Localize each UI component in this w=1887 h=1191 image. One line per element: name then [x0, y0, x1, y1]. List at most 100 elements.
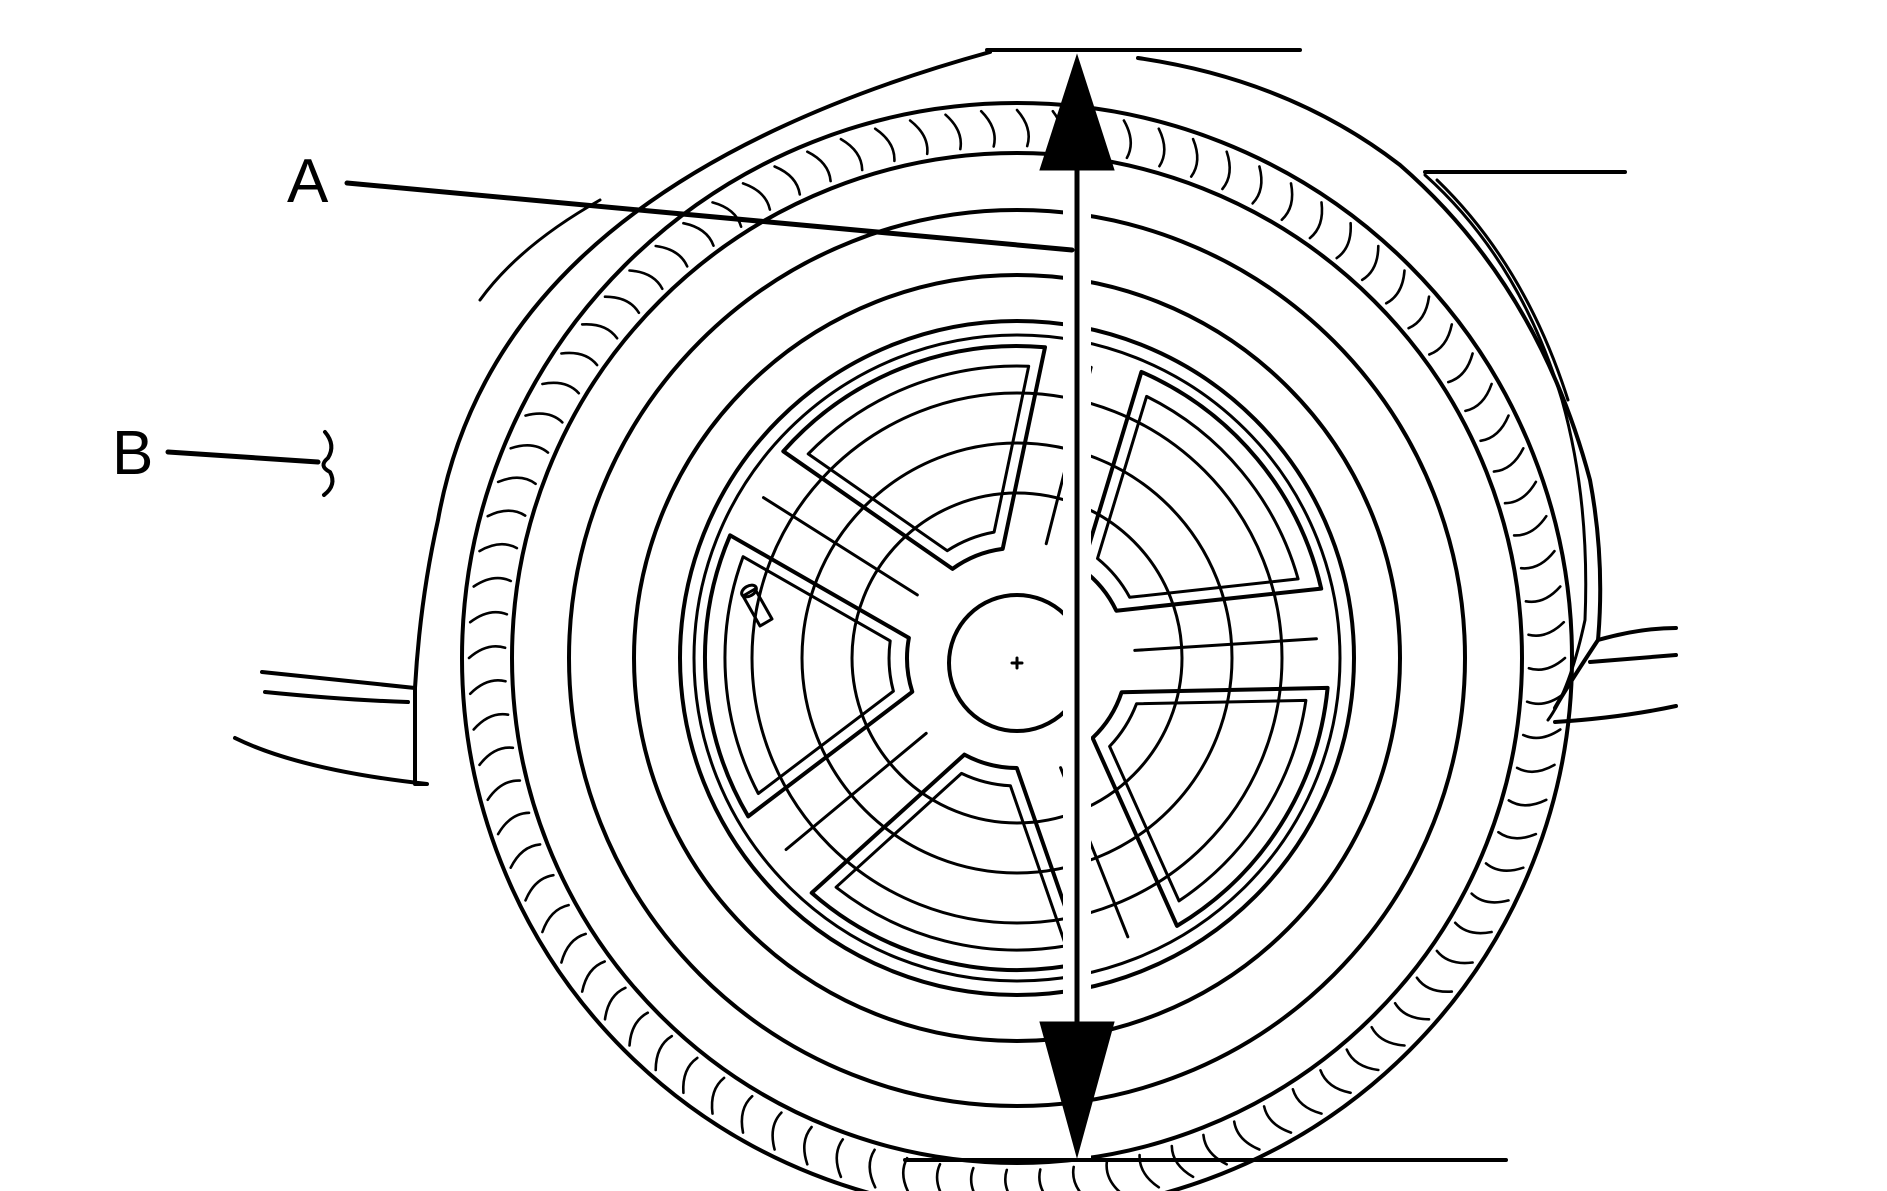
- tread-groove: [1512, 514, 1548, 537]
- tread-groove: [1319, 1069, 1352, 1095]
- tread-groove: [1262, 1105, 1293, 1134]
- tread-groove: [478, 543, 519, 553]
- tread-groove: [740, 1094, 754, 1134]
- wheel: [632, 273, 1402, 1043]
- tread-groove: [1370, 1025, 1406, 1047]
- spoke-window: [809, 752, 1087, 972]
- tire: [460, 101, 1574, 1191]
- tread-groove: [486, 779, 522, 802]
- tread-groove: [1251, 165, 1263, 205]
- tread-groove: [509, 843, 542, 869]
- valve-stem: [740, 583, 774, 628]
- fender: [233, 50, 1678, 786]
- tread-groove: [1071, 1165, 1081, 1191]
- tire-tread-inner: [510, 151, 1524, 1165]
- brace-icon: [321, 430, 335, 497]
- tread-groove: [1015, 108, 1030, 148]
- tread-groove: [654, 244, 689, 268]
- tread-groove: [944, 113, 963, 151]
- tread-groove: [1291, 1088, 1323, 1115]
- tread-groove: [580, 322, 619, 340]
- tread-groove: [486, 509, 527, 518]
- spoke-window: [1079, 369, 1324, 613]
- tread-groove: [1527, 656, 1567, 671]
- rim-lip: [692, 333, 1342, 983]
- tread-groove: [1360, 244, 1380, 282]
- tread-groove: [1435, 949, 1474, 965]
- tread-groove: [628, 1011, 650, 1047]
- tread-groove: [472, 576, 513, 588]
- tread-groove: [496, 476, 537, 486]
- tread-groove: [541, 381, 581, 395]
- spoke-groove: [762, 496, 919, 597]
- tread-groove: [580, 960, 606, 993]
- tread-groove: [681, 1056, 699, 1095]
- tread-groove: [1157, 127, 1166, 168]
- tread-groove: [1415, 976, 1454, 994]
- tread-groove: [802, 1125, 813, 1166]
- tread-groove: [1202, 1133, 1228, 1166]
- tread-groove: [1428, 323, 1454, 356]
- tread-groove: [1464, 382, 1493, 413]
- spoke-window: [781, 344, 1047, 571]
- barrel-ring-3: [850, 491, 1184, 825]
- tread-groove: [603, 295, 641, 315]
- label-a: A: [287, 147, 329, 216]
- spoke-window-inner: [1108, 698, 1308, 903]
- tread-groove: [1503, 480, 1538, 505]
- tread-groove: [468, 679, 507, 696]
- wheel-arch-inner-left: [478, 198, 602, 302]
- spoke-window-inner: [834, 771, 1068, 952]
- tread-groove: [908, 119, 929, 156]
- arrow-down-icon: [1039, 1021, 1115, 1159]
- label-b: B: [112, 419, 153, 488]
- tread-groove: [1492, 447, 1525, 473]
- tread-groove: [1335, 221, 1353, 260]
- barrel-ring-1: [750, 391, 1284, 925]
- tread-groove: [1004, 1168, 1009, 1191]
- tread-groove: [1393, 1001, 1431, 1021]
- tread-groove: [472, 712, 510, 731]
- tire-sidewall-inner: [567, 208, 1467, 1108]
- tread-groove: [1221, 150, 1232, 191]
- tread-groove: [509, 443, 550, 454]
- spoke-window-inner: [1096, 394, 1300, 599]
- tread-groove: [496, 811, 531, 836]
- callout-a: A: [287, 147, 1075, 253]
- tread-groove: [1038, 1168, 1045, 1191]
- spoke-groove: [1133, 637, 1318, 652]
- tread-groove: [771, 1111, 783, 1151]
- tread-groove: [773, 165, 802, 196]
- tread-groove: [1527, 620, 1566, 637]
- tread-groove: [1497, 830, 1538, 840]
- tread-groove: [1308, 201, 1324, 240]
- body-panel-left-edge: [263, 690, 410, 704]
- tread-groove: [835, 1138, 845, 1179]
- tread-groove: [1519, 549, 1556, 570]
- wheel-arch-outer: [413, 50, 1603, 710]
- spoke-window: [1090, 685, 1330, 928]
- callout-b: B: [112, 419, 335, 497]
- leader-line-b: [165, 449, 321, 465]
- tread-groove: [1484, 862, 1525, 873]
- leader-line-a: [344, 180, 1075, 253]
- tread-groove: [839, 137, 864, 172]
- tread-groove: [873, 127, 896, 163]
- body-panel-left: [233, 670, 429, 786]
- hub-center-mark: [1010, 656, 1024, 670]
- spoke-window-inner: [806, 364, 1031, 553]
- tread-groove: [1189, 137, 1199, 178]
- wheel-arch-lip: [1423, 173, 1588, 722]
- tread-groove: [603, 986, 627, 1021]
- tire-outer: [460, 101, 1574, 1191]
- tread-groove: [1515, 763, 1556, 773]
- tread-groove: [1232, 1120, 1261, 1151]
- spoke-groove: [784, 731, 928, 851]
- tread-groove: [969, 1166, 975, 1191]
- tread-groove: [524, 412, 564, 424]
- tread-groove: [1345, 1048, 1380, 1072]
- barrel-ring-2: [800, 441, 1234, 875]
- tread-groove: [868, 1148, 877, 1189]
- tread-groove: [478, 746, 515, 767]
- tread-groove: [468, 610, 509, 624]
